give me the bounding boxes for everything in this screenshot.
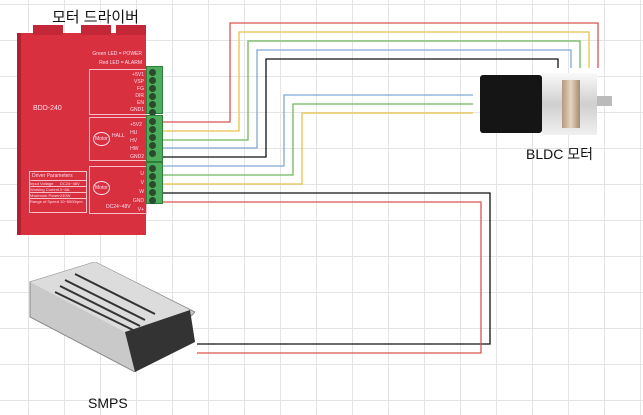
terminal-screw [149, 165, 156, 172]
power-box: Motor DC24~48V U V W GND V+ [89, 166, 147, 214]
pin-label: V [140, 180, 144, 186]
terminal-screw [149, 69, 156, 76]
param-value: 10~5000rpm [60, 199, 83, 204]
control-terminal [146, 66, 163, 116]
driver-label: 모터 드라이버 [52, 9, 139, 26]
control-box: +5V1 VSP FG DIR EN GND1 [89, 69, 147, 115]
model-label: BDD-240 [33, 105, 62, 112]
terminal-screw [149, 189, 156, 196]
gearbox-ring [562, 80, 580, 128]
param-value: DC24~48V [60, 181, 80, 186]
bldc-motor [480, 75, 542, 133]
pin-label: DIR [135, 93, 144, 99]
pin-label: EN [137, 100, 144, 106]
terminal-screw [149, 93, 156, 100]
pin-label: HU [130, 130, 138, 136]
wire-phase-v [163, 103, 473, 176]
terminal-screw [149, 134, 156, 141]
wire-hall-hu [163, 31, 590, 132]
terminal-screw [149, 126, 156, 133]
pin-label: HW [130, 146, 139, 152]
wire-hall-gnd [163, 58, 559, 158]
pin-label: FG [137, 86, 144, 92]
smps-unit [29, 262, 195, 372]
hall-box: Motor HALL +5V2 HU HV HW GND2 [89, 117, 147, 161]
wire-hall-5v [163, 22, 599, 123]
pin-label: +5V1 [132, 72, 144, 78]
pin-label: GND [132, 198, 144, 204]
wire-hall-hv [163, 40, 581, 141]
mount-tab [116, 25, 146, 35]
motor-shaft [597, 96, 612, 106]
supply-label: DC24~48V [106, 204, 131, 210]
param-name: Working Current [30, 187, 60, 192]
params-title: Driver Parameters [30, 172, 86, 181]
mount-tab [33, 25, 63, 35]
terminal-screw [149, 142, 156, 149]
terminal-screw [149, 77, 156, 84]
pin-label: GND2 [130, 154, 144, 160]
terminal-screw [149, 109, 156, 116]
hall-terminal [146, 115, 163, 162]
param-value: 240W [60, 193, 71, 198]
pin-label: V+ [137, 207, 144, 213]
terminal-screw [149, 85, 156, 92]
pin-label: +5V2 [130, 122, 142, 128]
power-terminal [146, 162, 163, 204]
param-name: Maximum Power [30, 193, 60, 198]
param-value: 0~8A [60, 187, 70, 192]
wire-power-gnd [163, 192, 491, 345]
terminal-screw [149, 118, 156, 125]
pin-label: U [140, 171, 144, 177]
terminal-screw [149, 181, 156, 188]
terminal-screw [149, 101, 156, 108]
wire-hall-hw [163, 49, 572, 149]
wire-phase-w [163, 112, 473, 185]
motor-symbol: Motor [93, 132, 110, 146]
motor-symbol: Motor [93, 181, 110, 195]
pin-label: HV [130, 138, 138, 144]
param-name: Input Voltage [30, 181, 54, 186]
hall-label: HALL [112, 133, 125, 139]
terminal-screw [149, 197, 156, 204]
param-row: Input Voltage DC24~48V [30, 181, 86, 187]
terminal-screw [149, 150, 156, 157]
smps-label: SMPS [88, 395, 128, 411]
motor-driver: Green LED = POWER Red LED = ALARM BDD-24… [17, 25, 147, 235]
led-green-text: Green LED = POWER [92, 51, 142, 57]
terminal-screw [149, 173, 156, 180]
mount-tab [81, 25, 111, 35]
motor-label: BLDC 모터 [526, 146, 593, 162]
wire-phase-u [163, 94, 473, 167]
pin-label: GND1 [130, 107, 144, 113]
wire-power-vplus [163, 201, 482, 354]
led-red-text: Red LED = ALARM [99, 60, 142, 66]
param-name: Range of Speed [30, 199, 59, 204]
pin-label: VSP [133, 79, 144, 85]
pin-label: W [139, 189, 144, 195]
